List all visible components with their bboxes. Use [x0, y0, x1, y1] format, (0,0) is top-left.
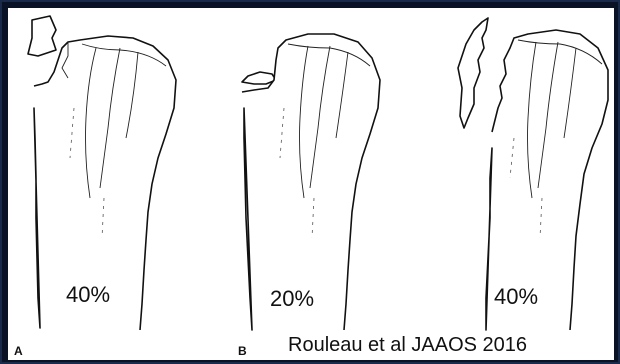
percentage-label-a: 40%	[66, 282, 110, 308]
illustration-panel: 40% 20% 40% A B Rouleau et al JAAOS 2016	[8, 8, 614, 360]
fragment-b	[242, 72, 276, 84]
percentage-label-c: 40%	[494, 284, 538, 310]
percentage-label-b: 20%	[270, 286, 314, 312]
fragment-a	[28, 16, 56, 56]
citation-text: Rouleau et al JAAOS 2016	[288, 334, 527, 357]
figure-letter-a: A	[14, 344, 23, 358]
figure-letter-b: B	[238, 344, 247, 358]
fragment-c	[458, 18, 488, 128]
